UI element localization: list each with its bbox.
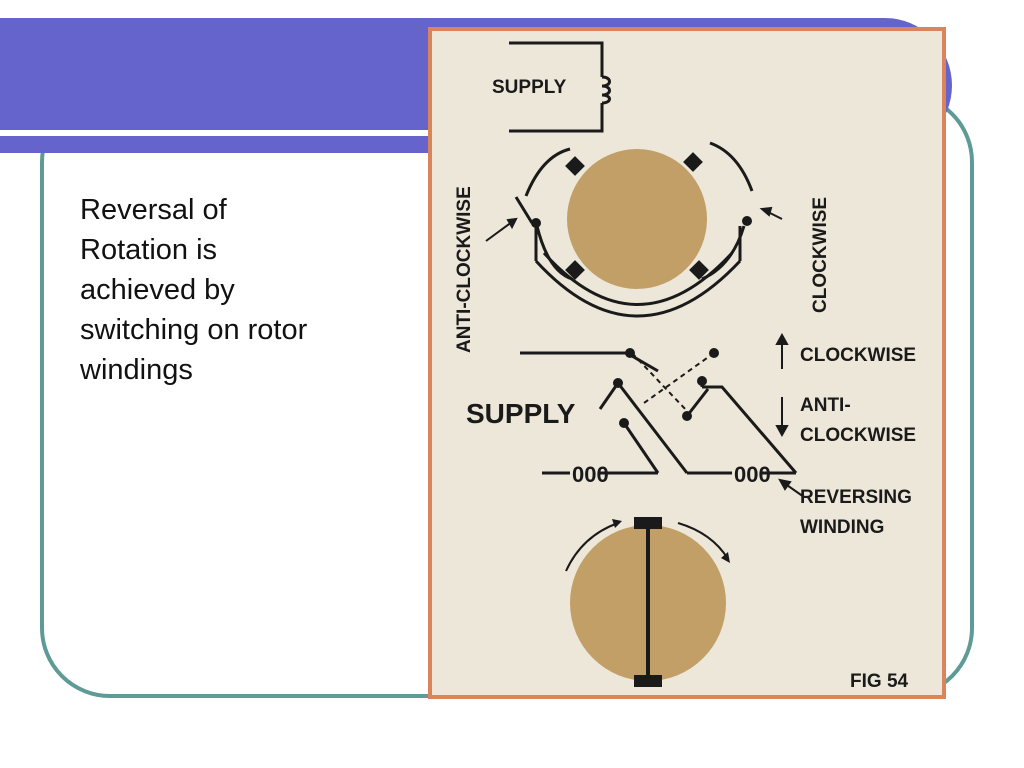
switch-contact-left bbox=[531, 218, 541, 228]
upper-rotor-assembly bbox=[485, 141, 783, 318]
direction-arrows bbox=[775, 332, 805, 498]
figure-panel: SUPPLY bbox=[428, 27, 946, 699]
supply-coil-top bbox=[509, 41, 611, 133]
clockwise-vertical-label: CLOCKWISE bbox=[810, 197, 831, 313]
reversing-line1: REVERSING bbox=[800, 487, 912, 508]
reversing-switch bbox=[520, 351, 798, 475]
upper-rotor bbox=[567, 149, 707, 289]
anticlockwise-line2: CLOCKWISE bbox=[800, 425, 916, 446]
brush-br bbox=[689, 260, 709, 280]
switch-contacts bbox=[613, 348, 719, 428]
reversing-line2: WINDING bbox=[800, 517, 884, 538]
lower-rotor-assembly bbox=[565, 517, 730, 687]
brush-tr bbox=[683, 152, 703, 172]
brush-top bbox=[634, 517, 662, 529]
anticlockwise-line1: ANTI- bbox=[800, 395, 851, 416]
clockwise-arrow-label: CLOCKWISE bbox=[800, 345, 916, 366]
coil-right: 000 bbox=[734, 462, 771, 487]
brush-bottom bbox=[634, 675, 662, 687]
dashed-crossover bbox=[631, 352, 715, 412]
anticlockwise-vertical-label: ANTI-CLOCKWISE bbox=[454, 186, 475, 353]
supply-top-label: SUPPLY bbox=[492, 77, 567, 98]
reversal-diagram: SUPPLY bbox=[454, 41, 916, 692]
brush-tl bbox=[565, 156, 585, 176]
coil-left: 000 bbox=[572, 462, 609, 487]
figure-number: FIG 54 bbox=[850, 671, 909, 692]
brush-bl bbox=[565, 260, 585, 280]
supply-mid-label: SUPPLY bbox=[466, 398, 576, 429]
body-text: Reversal of Rotation is achieved by swit… bbox=[80, 194, 308, 386]
switch-contact-right bbox=[742, 216, 752, 226]
